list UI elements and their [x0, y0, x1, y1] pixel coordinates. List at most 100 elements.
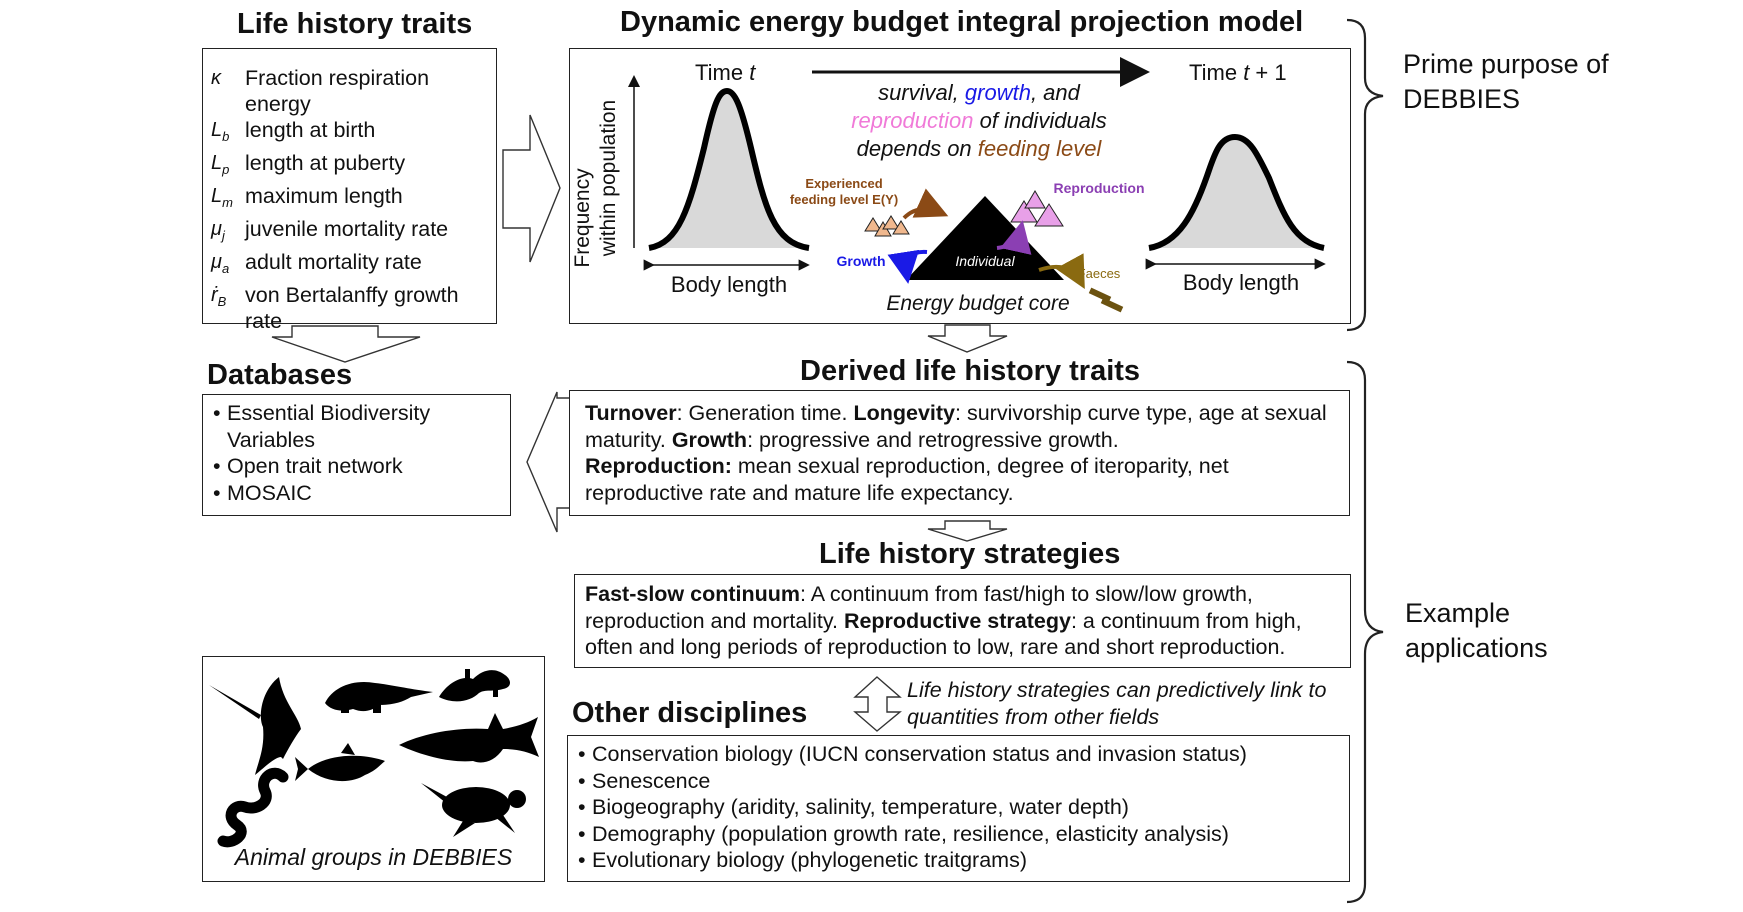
trait-item: κ Fraction respiration energy: [211, 65, 490, 117]
trait-symbol: L: [211, 185, 223, 207]
growth-trait-label: Growth: [671, 427, 748, 452]
trait-symbol: μ: [211, 218, 222, 240]
energy-budget-core-label: Energy budget core: [886, 292, 1069, 315]
reproduction-trait-text: mean sexual reproduction, degree of iter…: [585, 454, 1229, 505]
trait-symbol: κ: [211, 67, 221, 89]
growth-label: Growth: [837, 253, 886, 269]
example-applications-label: Example applications: [1405, 598, 1548, 663]
other-disciplines-box: Conservation biology (IUCN conservation …: [567, 735, 1350, 882]
animal-groups-caption: Animal groups in DEBBIES: [234, 844, 513, 870]
trait-symbol-wrap: Lm: [211, 183, 245, 216]
brace-prime-purpose: [1346, 18, 1384, 332]
derived-title: Derived life history traits: [800, 355, 1141, 387]
population-label: within population: [597, 100, 620, 257]
databases-title: Databases: [207, 359, 353, 391]
discipline-item: Biogeography (aridity, salinity, tempera…: [578, 794, 1341, 821]
strategies-text: Fast-slow continuum: A continuum from fa…: [585, 581, 1342, 661]
crocodile-icon: [325, 681, 433, 713]
reproductive-strategy-label: Reproductive strategy: [843, 608, 1071, 633]
longevity-label: Longevity: [853, 401, 956, 425]
animal-silhouettes: [209, 669, 539, 848]
trait-symbol-subscript: j: [221, 228, 225, 243]
turnover-label: Turnover: [585, 401, 677, 425]
arrow-derived-to-strategies: [927, 520, 1008, 542]
discipline-item: Conservation biology (IUCN conservation …: [578, 741, 1341, 768]
discipline-item: Demography (population growth rate, resi…: [578, 821, 1341, 848]
growth-trait-text: : progressive and retrogressive growth.: [747, 427, 1119, 452]
arrow-model-to-derived: [927, 324, 1008, 353]
time-t1-label: Time t + 1: [1189, 60, 1287, 85]
trait-symbol: μ: [211, 251, 222, 273]
turtle-icon: [421, 783, 526, 837]
trait-symbol-wrap: ṙB: [211, 282, 245, 315]
prime-purpose-label: Prime purpose of DEBBIES: [1403, 49, 1609, 114]
trait-symbol-subscript: m: [222, 195, 233, 210]
time-t-label: Time t: [695, 60, 756, 85]
arrow-derived-to-databases: [526, 391, 574, 533]
reproduction-arrow: [996, 220, 1032, 255]
trait-label: von Bertalanffy growth rate: [245, 283, 459, 333]
trait-label: length at puberty: [245, 151, 406, 175]
derived-box: Turnover: Generation time. Longevity: su…: [569, 390, 1350, 516]
trait-symbol-wrap: Lb: [211, 117, 245, 150]
trait-label: length at birth: [245, 118, 376, 142]
experienced-label-1: Experienced: [805, 176, 882, 191]
trait-symbol-wrap: μa: [211, 249, 245, 282]
reproduction-triangles-icon: [1010, 190, 1064, 227]
fast-slow-text: : A continuum from fast/high to slow/low…: [585, 582, 1253, 633]
feeding-arrow: [902, 188, 949, 220]
experienced-label-2: feeding level E(Y): [790, 192, 898, 207]
body-length-label-right: Body length: [1183, 270, 1299, 295]
database-item: Essential Biodiversity Variables: [213, 400, 502, 453]
trait-symbol: ṙ: [211, 284, 218, 306]
life-history-traits-title: Life history traits: [237, 8, 473, 40]
faeces-label: Faeces: [1078, 266, 1121, 281]
statement-line-1: survival, growth, and: [878, 80, 1081, 105]
trait-symbol-subscript: a: [221, 261, 230, 276]
trait-symbol-wrap: κ: [211, 65, 245, 98]
lizard-icon: [439, 669, 510, 702]
debipm-diagram: Frequency within population Time t Body …: [571, 57, 1326, 315]
distribution-curve-t1: [1149, 137, 1324, 248]
fish-icon: [295, 743, 385, 782]
individual-triangle: [906, 196, 1064, 280]
faeces-arrow: [1038, 253, 1085, 290]
shark-icon: [399, 713, 539, 763]
statement-line-3: depends on feeding level: [857, 136, 1103, 161]
trait-symbol-subscript: p: [222, 162, 230, 177]
reproduction-label: Reproduction: [1054, 180, 1145, 196]
database-item: Open trait network: [213, 453, 502, 480]
debipm-title: Dynamic energy budget integral projectio…: [620, 6, 1304, 38]
reproductive-strategy-text: : a continuum from high, often and long …: [585, 608, 1302, 660]
trait-symbol: L: [211, 119, 223, 141]
discipline-item: Senescence: [578, 768, 1341, 795]
trait-symbol-subscript: B: [217, 294, 227, 309]
snake-icon: [217, 767, 289, 848]
individual-label: Individual: [955, 253, 1015, 269]
longevity-text: : survivorship curve type, age at sexual…: [585, 401, 1327, 452]
trait-label: Fraction respiration energy: [245, 66, 430, 116]
link-note: Life history strategies can predictively…: [907, 678, 1327, 729]
arrow-traits-to-model: [502, 114, 561, 263]
fast-slow-label: Fast-slow continuum: [585, 582, 800, 606]
databases-box: Essential Biodiversity VariablesOpen tra…: [202, 394, 511, 516]
faeces-icon: [1088, 287, 1124, 313]
trait-label: adult mortality rate: [245, 250, 422, 274]
other-disciplines-list: Conservation biology (IUCN conservation …: [578, 741, 1341, 874]
strategies-title: Life history strategies: [819, 538, 1121, 570]
trait-symbol-wrap: Lp: [211, 150, 245, 183]
frequency-label: Frequency: [571, 168, 594, 268]
manta-ray-icon: [209, 677, 301, 775]
food-triangles-icon: [864, 215, 910, 237]
double-arrow-strategies-other: [853, 676, 902, 732]
reproduction-trait-label: Reproduction:: [585, 454, 732, 478]
database-item: MOSAIC: [213, 480, 502, 507]
animal-groups-box: Animal groups in DEBBIES: [202, 656, 545, 882]
